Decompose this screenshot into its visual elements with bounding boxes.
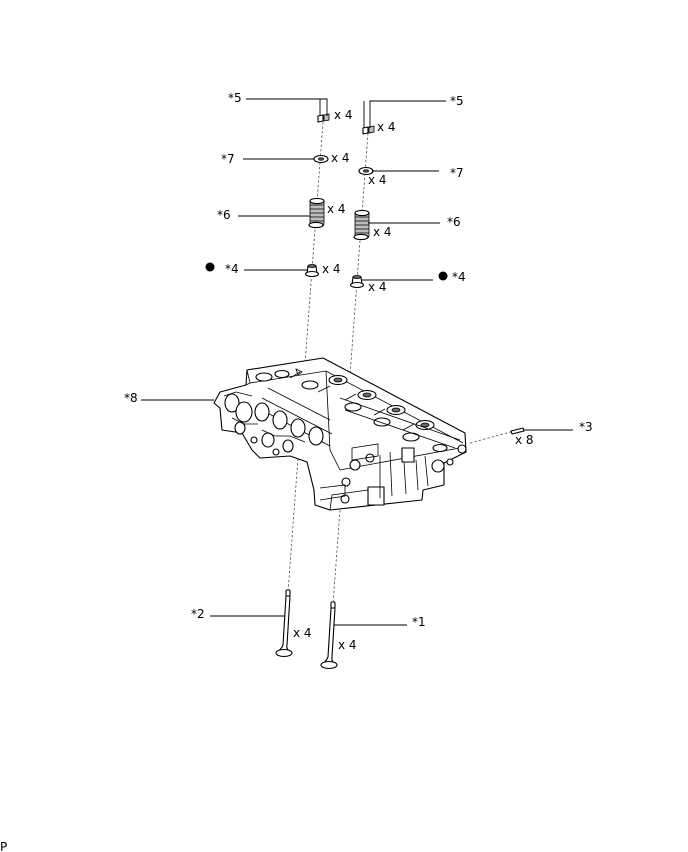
bullet-marker-left xyxy=(205,262,215,272)
callout-2: *2 xyxy=(191,607,205,621)
callout-5-left: *5 xyxy=(228,91,242,105)
valve-left xyxy=(275,589,293,658)
qty-7-right: x 4 xyxy=(368,173,387,187)
head-side-ports xyxy=(223,391,324,456)
qty-6-right: x 4 xyxy=(373,225,392,239)
qty-7-left: x 4 xyxy=(331,151,350,165)
callout-4-right: *4 xyxy=(452,270,466,284)
quantity-labels: x 4 x 4 x 4 x 4 x 4 x 4 x 4 x 4 x 8 x 4 … xyxy=(293,108,534,652)
qty-5-right: x 4 xyxy=(377,120,396,134)
callout-6-right: *6 xyxy=(447,215,461,229)
qty-2: x 4 xyxy=(293,626,312,640)
bullet-marker-right xyxy=(438,271,448,281)
qty-4-left: x 4 xyxy=(322,262,341,276)
leader-lines xyxy=(141,98,573,626)
valve-keeper-left xyxy=(317,113,330,123)
stem-seal-right xyxy=(349,275,365,289)
qty-4-right: x 4 xyxy=(368,280,387,294)
qty-3: x 8 xyxy=(515,433,534,447)
callout-7-right: *7 xyxy=(450,166,464,180)
corner-label: P xyxy=(0,840,7,852)
cylinder-head xyxy=(213,357,467,511)
qty-1: x 4 xyxy=(338,638,357,652)
valve-keeper-right xyxy=(362,125,375,135)
valve-spring-left xyxy=(308,197,325,229)
stem-seal-left xyxy=(304,264,320,278)
callout-5-right: *5 xyxy=(450,94,464,108)
callout-labels: *5 *5 *7 *7 *6 *6 *4 *4 *8 *3 *2 *1 xyxy=(124,91,593,629)
spring-retainer-left xyxy=(313,154,329,164)
qty-6-left: x 4 xyxy=(327,202,346,216)
cam-saddles xyxy=(255,369,448,453)
head-ribs xyxy=(257,368,461,449)
valve-right xyxy=(320,601,338,670)
callout-7-left: *7 xyxy=(221,152,235,166)
callout-3: *3 xyxy=(579,420,593,434)
callout-1: *1 xyxy=(412,615,426,629)
callout-8: *8 xyxy=(124,391,138,405)
callout-6-left: *6 xyxy=(217,208,231,222)
head-front-details xyxy=(319,443,467,511)
stud-bolt xyxy=(510,427,525,435)
callout-4-left: *4 xyxy=(225,262,239,276)
qty-5-left: x 4 xyxy=(334,108,353,122)
valve-spring-right xyxy=(353,209,370,241)
